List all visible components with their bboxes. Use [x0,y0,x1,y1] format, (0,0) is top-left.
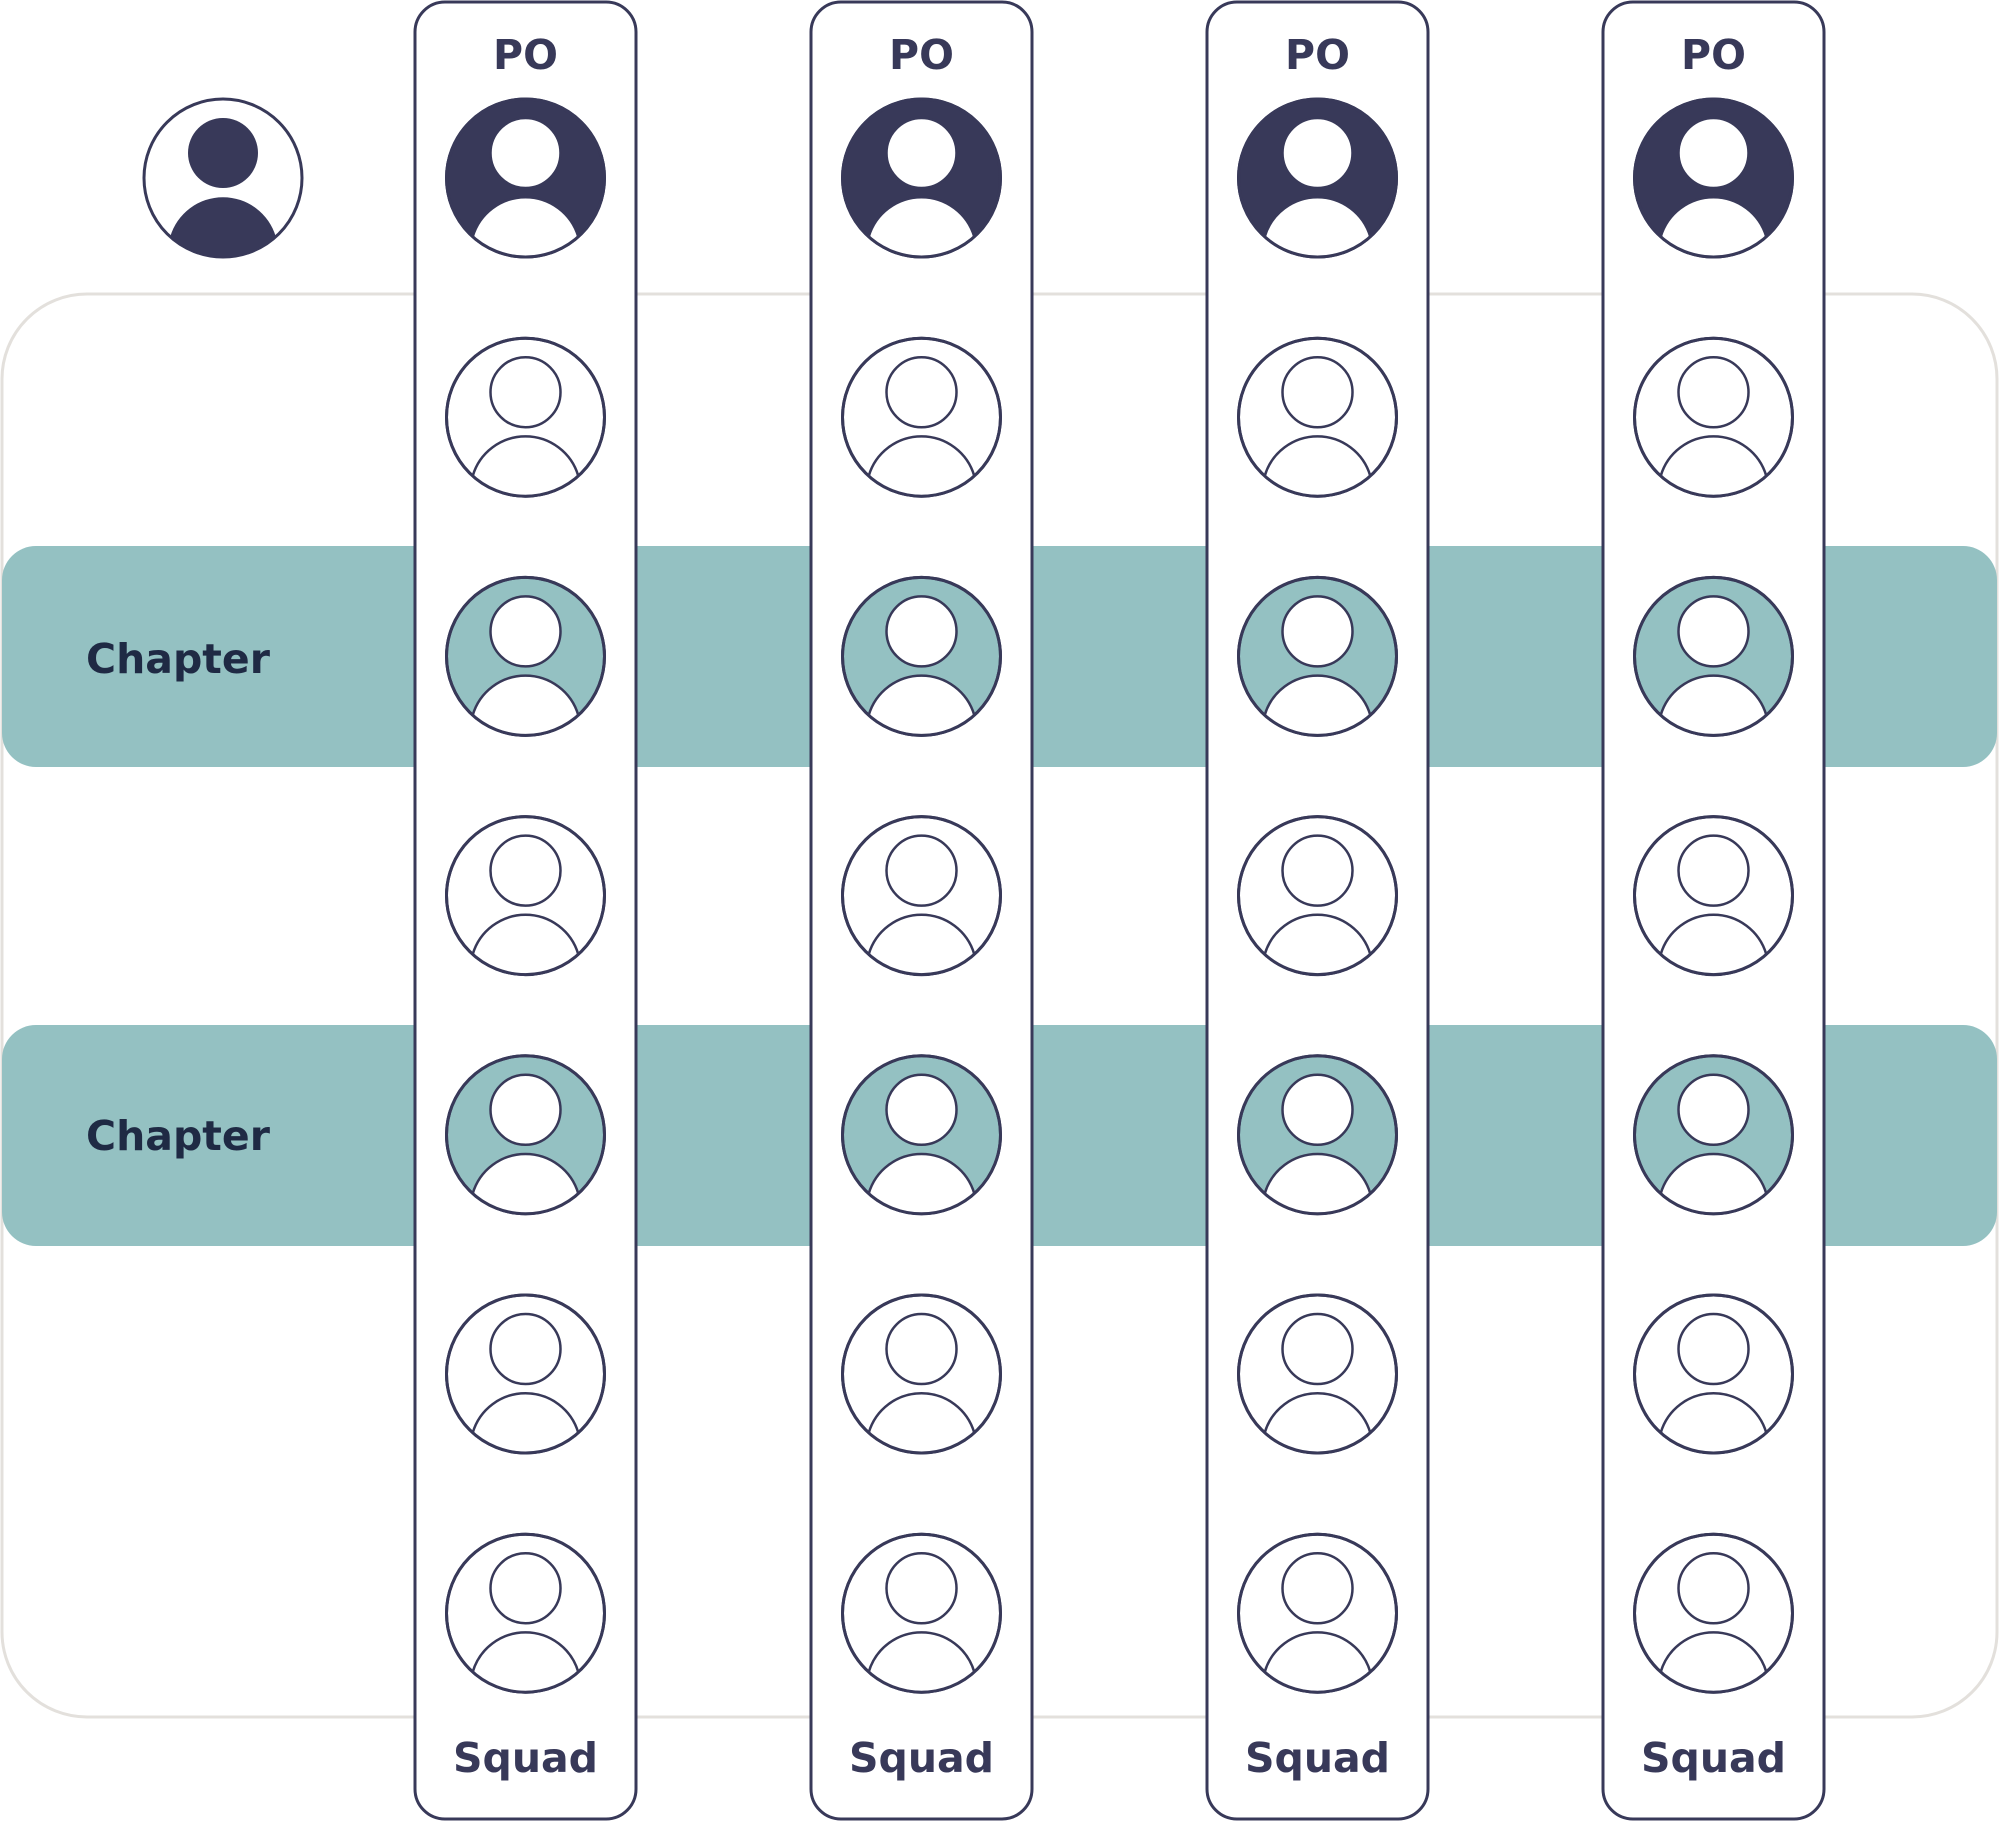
chapter-member-person-teal-icon [841,575,1002,737]
squad-member-person-outline-icon [1633,1293,1794,1455]
product-owner-person-filled-icon [841,97,1002,259]
squad-member-person-outline-icon [841,815,1002,977]
squad-member-person-outline-icon [841,1293,1002,1455]
squad-footer-label: Squad [1641,1734,1786,1782]
squad-member-person-outline-icon [1237,336,1398,498]
squad-member-person-outline-icon [1633,1532,1794,1694]
squads-group: PO Squad PO Squad PO Squad PO Squad [413,0,1826,1821]
squad-footer-label: Squad [849,1734,994,1782]
squad-member-person-outline-icon [445,1293,606,1455]
squad-column-2: PO Squad [809,0,1034,1821]
product-owner-person-filled-icon [1237,97,1398,259]
chapter-label-2: Chapter [86,1112,271,1160]
squad-header-po: PO [889,31,954,79]
squad-member-person-outline-icon [1237,815,1398,977]
chapter-member-person-teal-icon [1237,1054,1398,1216]
squad-column-3: PO Squad [1205,0,1430,1821]
squad-member-person-outline-icon [445,1532,606,1694]
chapter-member-person-teal-icon [841,1054,1002,1216]
chapter-member-person-teal-icon [445,1054,606,1216]
chapter-member-person-teal-icon [1237,575,1398,737]
tribe-leader-person-icon [142,97,304,259]
squad-member-person-outline-icon [1237,1532,1398,1694]
squad-header-po: PO [1681,31,1746,79]
product-owner-person-filled-icon [445,97,606,259]
squad-column-1: PO Squad [413,0,638,1821]
squad-header-po: PO [1285,31,1350,79]
squad-member-person-outline-icon [445,336,606,498]
chapter-label-1: Chapter [86,635,271,683]
chapter-member-person-teal-icon [1633,575,1794,737]
squad-footer-label: Squad [453,1734,598,1782]
squad-member-person-outline-icon [1237,1293,1398,1455]
squad-member-person-outline-icon [841,1532,1002,1694]
chapter-member-person-teal-icon [1633,1054,1794,1216]
squad-column-4: PO Squad [1601,0,1826,1821]
squad-member-person-outline-icon [1633,336,1794,498]
squad-member-person-outline-icon [445,815,606,977]
squad-header-po: PO [493,31,558,79]
product-owner-person-filled-icon [1633,97,1794,259]
squad-member-person-outline-icon [841,336,1002,498]
chapter-member-person-teal-icon [445,575,606,737]
squad-footer-label: Squad [1245,1734,1390,1782]
squad-member-person-outline-icon [1633,815,1794,977]
